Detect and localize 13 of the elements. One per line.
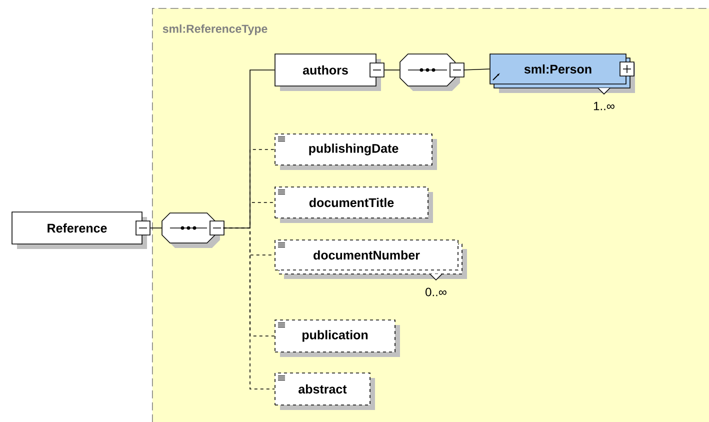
optional-element-box: abstract	[274, 372, 375, 410]
optional-element-box: publication	[274, 320, 400, 357]
cardinality-label: 1..∞	[594, 102, 614, 110]
cardinality-label: 0..∞	[426, 288, 446, 296]
sequence-symbol	[400, 54, 464, 91]
optional-element-box: documentNumber	[274, 240, 467, 281]
connector-line	[223, 228, 275, 390]
sequence-symbol	[162, 212, 224, 248]
element-box: Reference	[12, 212, 150, 249]
element-box: authors	[274, 54, 384, 91]
optional-element-box: publishingDate	[274, 134, 437, 170]
optional-element-box: documentTitle	[274, 186, 433, 223]
reference-element-box: sml:Person	[490, 54, 635, 95]
